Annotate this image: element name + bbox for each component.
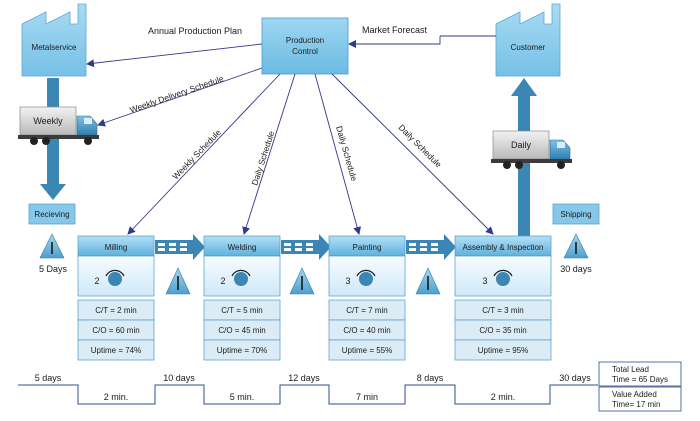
total-lead-line1: Total Lead [612, 365, 649, 374]
daily-schedule-arrow-3 [331, 73, 494, 235]
inventory-label-shipping: 30 days [560, 264, 592, 274]
timeline-process: 2 min. [104, 392, 129, 402]
daily-schedule-arrow-2 [314, 73, 362, 235]
timeline-wait: 12 days [288, 373, 320, 383]
daily-schedule-label-2: Daily Schedule [334, 125, 359, 183]
inventory-label-receiving: 5 Days [39, 264, 68, 274]
inventory-triangle-icon [165, 267, 191, 295]
inventory-triangle-icon [415, 267, 441, 295]
total-lead-time-box [598, 361, 682, 387]
process-milling: Milling 2 C/T = 2 min C/O = 60 min Uptim… [77, 235, 155, 361]
process-name: Painting [353, 243, 382, 252]
timeline-process: 5 min. [230, 392, 255, 402]
supplier-name: Metalservice [32, 43, 77, 52]
push-arrow-icon [281, 234, 331, 260]
changeover-time: C/O = 35 min [479, 326, 526, 335]
inventory-triangle-icon [289, 267, 315, 295]
changeover-time: C/O = 60 min [92, 326, 139, 335]
daily-truck-icon [491, 130, 572, 169]
daily-schedule-label-3: Daily Schedule [397, 122, 444, 169]
annual-plan-label: Annual Production Plan [148, 26, 242, 36]
inventory-triangle-icon [39, 233, 65, 259]
cycle-time: C/T = 3 min [482, 306, 523, 315]
operator-icon [231, 269, 251, 286]
uptime: Uptime = 95% [478, 346, 528, 355]
annual-plan-arrow [86, 43, 263, 68]
timeline-ladder [18, 384, 598, 405]
inventory-triangle-icon [563, 233, 589, 259]
timeline-wait: 10 days [163, 373, 195, 383]
customer-factory-icon [495, 3, 561, 77]
process-name: Milling [105, 243, 128, 252]
uptime: Uptime = 74% [91, 346, 141, 355]
receiving-dock [28, 203, 76, 225]
cycle-time: C/T = 5 min [221, 306, 262, 315]
production-control-line1: Production [286, 36, 324, 45]
operator-count: 2 [94, 276, 99, 286]
process-painting: Painting 3 C/T = 7 min C/O = 40 min Upti… [328, 235, 406, 361]
forecast-arrow [348, 36, 441, 48]
timeline-wait: 8 days [417, 373, 444, 383]
receiving-label: Recieving [34, 210, 69, 219]
supplier-factory-icon [21, 3, 87, 77]
value-added-line2: Time= 17 min [612, 400, 660, 409]
operator-icon [105, 269, 125, 286]
production-control-line2: Control [292, 47, 318, 56]
weekly-schedule-arrow [127, 73, 281, 235]
process-name: Welding [228, 243, 257, 252]
value-added-line1: Value Added [612, 390, 657, 399]
daily-truck-label: Daily [511, 140, 532, 150]
process-assembly-inspection: Assembly & Inspection 3 C/T = 3 min C/O … [454, 235, 552, 361]
uptime: Uptime = 55% [342, 346, 392, 355]
timeline-wait: 5 days [35, 373, 62, 383]
operator-count: 3 [482, 276, 487, 286]
value-added-time-box [598, 386, 682, 412]
process-welding: Welding 2 C/T = 5 min C/O = 45 min Uptim… [203, 235, 281, 361]
weekly-delivery-arrow [97, 67, 263, 127]
operator-count: 2 [220, 276, 225, 286]
cycle-time: C/T = 2 min [95, 306, 136, 315]
cycle-time: C/T = 7 min [346, 306, 387, 315]
operator-icon [493, 269, 513, 286]
push-arrow-icon [406, 234, 456, 260]
daily-schedule-arrow-1 [242, 73, 296, 235]
push-arrow-icon [155, 234, 205, 260]
weekly-delivery-label: Weekly Delivery Schedule [128, 73, 225, 115]
customer-name: Customer [511, 43, 546, 52]
outbound-shipment-arrow [511, 78, 537, 236]
timeline-process: 2 min. [491, 392, 516, 402]
weekly-schedule-label: Weekly Schedule [170, 127, 223, 181]
uptime: Uptime = 70% [217, 346, 267, 355]
weekly-truck-icon [18, 106, 99, 145]
operator-count: 3 [345, 276, 350, 286]
weekly-truck-label: Weekly [33, 116, 63, 126]
operator-icon [356, 269, 376, 286]
shipping-dock [552, 203, 600, 225]
total-lead-line2: Time = 65 Days [612, 375, 668, 384]
changeover-time: C/O = 40 min [343, 326, 390, 335]
daily-schedule-label-1: Daily Schedule [249, 129, 276, 186]
timeline-wait: 30 days [559, 373, 591, 383]
shipping-label: Shipping [560, 210, 591, 219]
production-control-box [261, 17, 349, 75]
changeover-time: C/O = 45 min [218, 326, 265, 335]
process-name: Assembly & Inspection [463, 243, 544, 252]
forecast-label: Market Forecast [362, 25, 428, 35]
timeline-process: 7 min [356, 392, 378, 402]
